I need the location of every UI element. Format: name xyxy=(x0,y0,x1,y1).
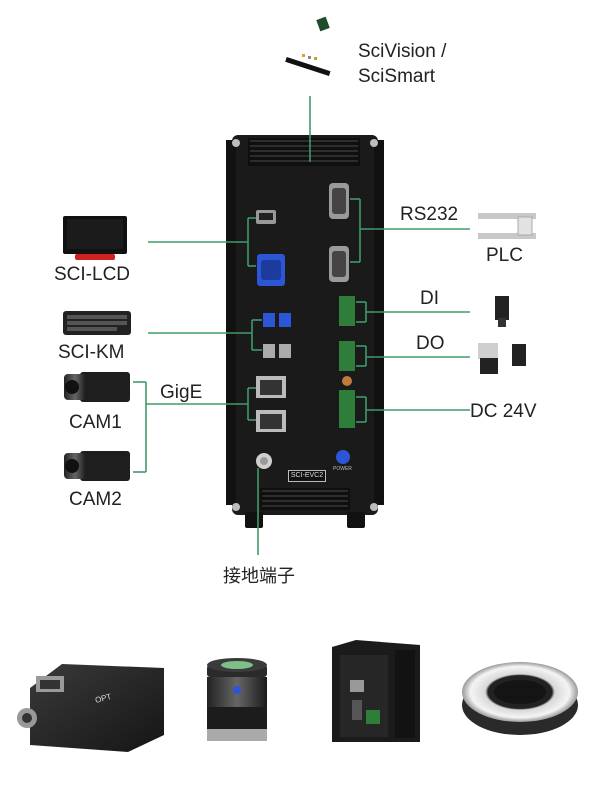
plc-label: PLC xyxy=(486,245,523,266)
power-button-label: POWER xyxy=(333,466,352,472)
controller-box xyxy=(226,135,384,528)
product-ring-light-graphic xyxy=(462,662,578,735)
svg-text:OPT: OPT xyxy=(94,692,112,705)
ground-terminal-label: 接地端子 xyxy=(223,566,295,587)
wires xyxy=(133,96,470,555)
dc24v-label: DC 24V xyxy=(470,401,537,422)
keyboard-graphic xyxy=(63,311,131,335)
product-lens-graphic xyxy=(207,658,267,741)
scivision-label: SciVision / SciSmart xyxy=(358,39,446,89)
product-controller-graphic xyxy=(332,640,420,742)
model-badge: SCI-EVC2 xyxy=(288,470,326,482)
camera-2-graphic xyxy=(64,451,130,481)
scivision-label-line1: SciVision / xyxy=(358,41,447,62)
camera-1-graphic xyxy=(64,372,130,402)
km-label: SCI-KM xyxy=(58,342,125,363)
scivision-label-line2: SciSmart xyxy=(358,66,436,87)
do-sensor-graphic xyxy=(478,343,526,374)
do-label: DO xyxy=(416,333,445,354)
cam2-label: CAM2 xyxy=(69,489,122,510)
lcd-monitor-graphic xyxy=(63,216,127,260)
rs232-label: RS232 xyxy=(400,204,459,225)
gige-label: GigE xyxy=(160,382,203,403)
lcd-label: SCI-LCD xyxy=(54,264,131,285)
di-label: DI xyxy=(420,288,439,309)
di-sensor-graphic xyxy=(495,296,509,327)
plc-graphic xyxy=(478,213,536,239)
scivision-module-graphic xyxy=(285,16,331,76)
product-camera-graphic: OPT xyxy=(17,664,164,752)
cam1-label: CAM1 xyxy=(69,412,122,433)
